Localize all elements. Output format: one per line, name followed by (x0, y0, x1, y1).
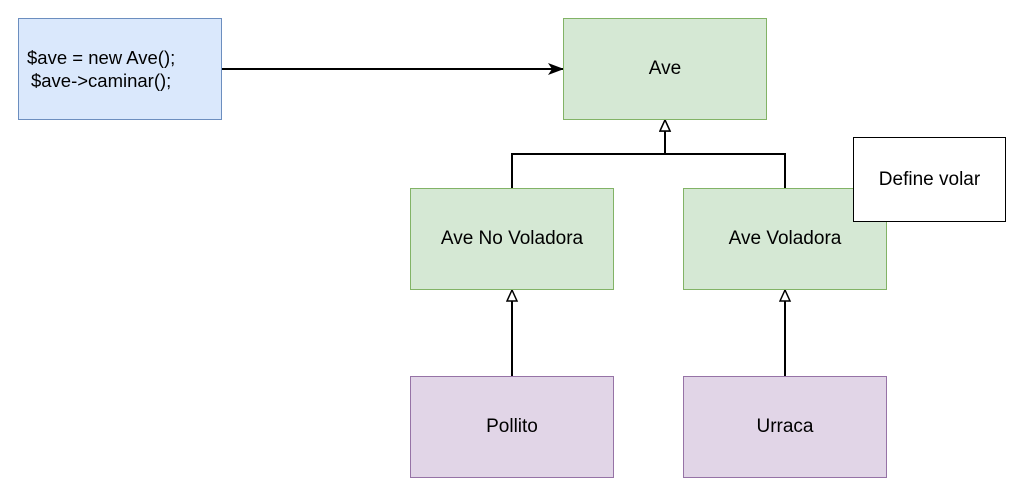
class-label-ave: Ave (648, 58, 682, 79)
class-box-ave-no-voladora: Ave No Voladora (410, 188, 614, 290)
class-label-ave-no-voladora: Ave No Voladora (440, 228, 584, 249)
class-label-urraca: Urraca (756, 416, 814, 437)
class-label-ave-voladora: Ave Voladora (728, 228, 842, 249)
class-label-pollito: Pollito (486, 416, 538, 437)
code-line-1: $ave = new Ave(); (27, 47, 176, 68)
edge-ave-no-voladora-to-ave (511, 120, 665, 188)
note-label: Define volar (878, 168, 981, 190)
edge-ave-voladora-to-ave (665, 120, 786, 188)
class-box-ave-voladora: Ave Voladora (683, 188, 887, 290)
code-line-2: $ave->caminar(); (30, 70, 172, 91)
note-box: Define volar (853, 137, 1006, 222)
code-snippet-box: $ave = new Ave(); $ave->caminar(); (18, 18, 222, 120)
class-box-ave: Ave (563, 18, 767, 120)
code-lines: $ave = new Ave(); $ave->caminar(); (27, 46, 175, 92)
class-box-urraca: Urraca (683, 376, 887, 478)
class-box-pollito: Pollito (410, 376, 614, 478)
